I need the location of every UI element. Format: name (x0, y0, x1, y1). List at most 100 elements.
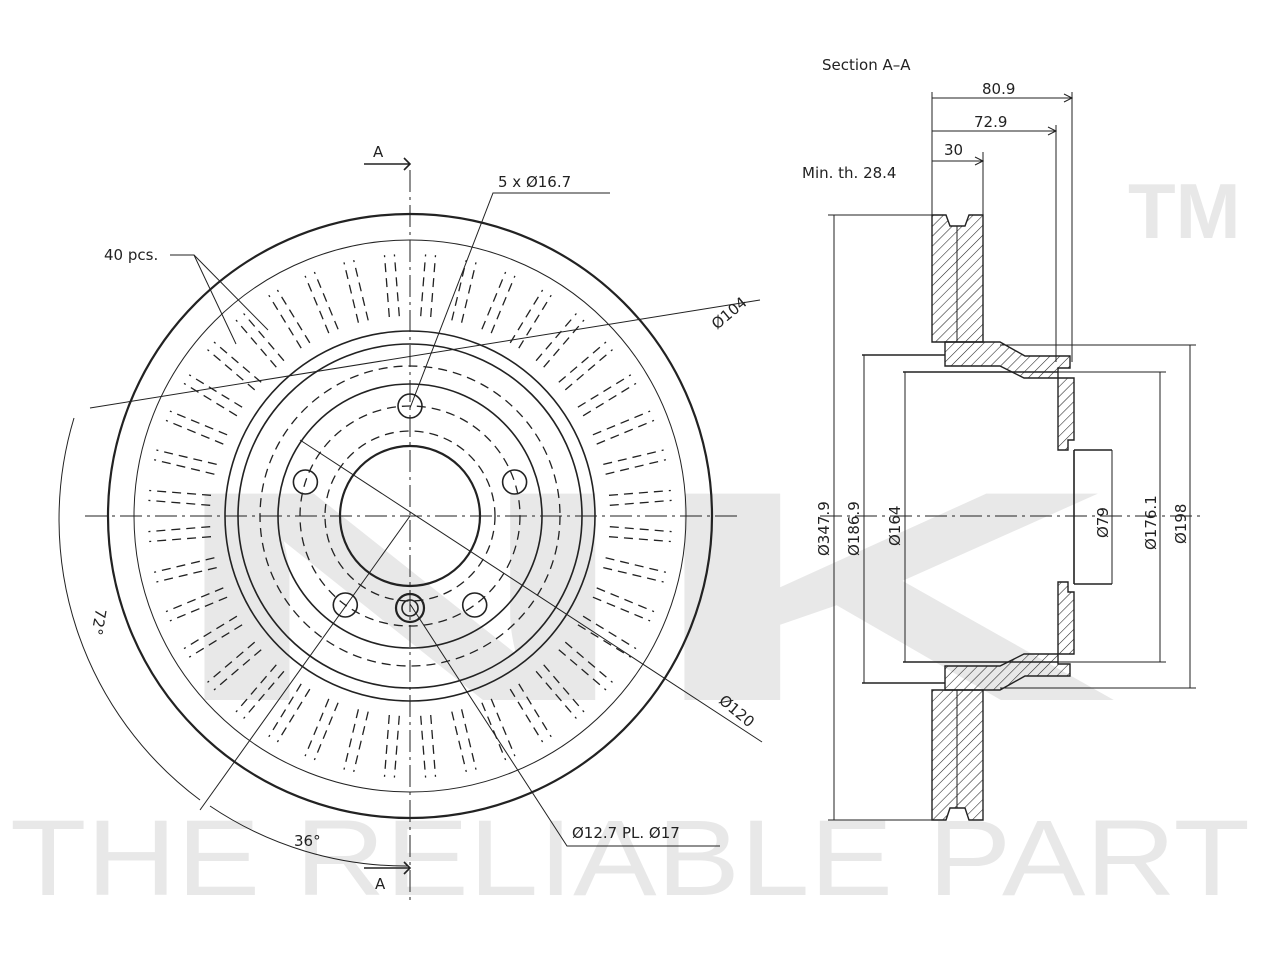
vent-slot-edge (207, 641, 256, 683)
dia-step: Ø198 (1172, 504, 1190, 544)
dia-flange: Ø176.1 (1142, 495, 1160, 550)
vent-slot-edge (564, 349, 613, 391)
dia-dimensions: Ø347.9 Ø186.9 Ø164 Ø79 Ø176.1 Ø198 (815, 214, 1196, 821)
vent-slot-edge (558, 649, 607, 691)
vent-slot-edge (276, 688, 311, 743)
vent-slot-edge (608, 489, 671, 496)
section-view: Section A–A Min. th. 28.4 80.9 72.9 30 (802, 56, 1205, 821)
vent-slot-edge (543, 319, 585, 368)
vent-slot-edge (243, 313, 285, 362)
pcd-leader (89, 299, 761, 409)
min-thickness-label: Min. th. 28.4 (802, 164, 896, 182)
vent-slot-edge (183, 382, 238, 417)
vent-slot-edge (276, 289, 311, 344)
vent-slot-edge (535, 313, 577, 362)
vent-count-leader-2 (193, 254, 269, 331)
dia-center-bore: Ø79 (1094, 507, 1112, 538)
vent-slot-edge (460, 262, 477, 323)
vent-slot-edge (509, 289, 544, 344)
watermark: NK TM THE RELIABLE PART (10, 167, 1250, 918)
vent-slot-edge (343, 262, 360, 323)
vent-slot-edge (543, 664, 585, 713)
vent-slot-edge (188, 624, 243, 658)
vent-slot-edge (153, 557, 215, 573)
vent-slot-edge (165, 419, 224, 445)
vent-slot-edge (148, 526, 211, 533)
vent-slot-edge (577, 374, 632, 408)
vent-slot-edge (490, 698, 516, 757)
vent-slot-edge (603, 566, 664, 583)
section-marker-top: A (373, 143, 384, 161)
vent-slot-edge (430, 714, 437, 777)
bolt-hole (501, 469, 528, 495)
vent-slot-edge (353, 259, 369, 321)
hat-wall-upper (944, 341, 1075, 451)
width-offset: 72.9 (974, 113, 1007, 131)
vent-slot-edge (213, 341, 262, 383)
vent-slot-edge (383, 255, 390, 318)
vent-slot-edge (268, 294, 302, 349)
dia-hat-outer: Ø186.9 (845, 501, 863, 556)
vent-slot-edge (592, 410, 651, 436)
vent-slot-edge (156, 566, 217, 583)
pcd-label: Ø104 (708, 293, 751, 333)
vent-slot-edge (148, 499, 211, 506)
section-title: Section A–A (822, 56, 911, 74)
vent-slot-edge (609, 526, 672, 533)
angle-36-label: 36° (294, 832, 321, 850)
vent-slot-edge (235, 664, 277, 713)
width-overall: 80.9 (982, 80, 1015, 98)
vent-slot-edge (313, 702, 339, 761)
section-marker-top-arrow (403, 157, 412, 171)
vent-slot-edge (243, 670, 285, 719)
vent-slot-edge (608, 536, 671, 543)
vent-count-label: 40 pcs. (104, 246, 158, 264)
bolt-hole (332, 592, 359, 618)
vent-count-leader (170, 254, 237, 345)
watermark-slogan: THE RELIABLE PART (10, 797, 1250, 918)
vent-slot-edge (592, 596, 651, 622)
bolt-holes-label: 5 x Ø16.7 (498, 173, 571, 191)
angle-72-label: 72° (87, 607, 109, 636)
width-disc: 30 (944, 141, 963, 159)
vent-slot-edge (564, 641, 613, 683)
vent-slot-edge (169, 596, 228, 622)
vent-slot-edge (451, 259, 467, 321)
thread-holes-label: Ø12.7 PL. Ø17 (572, 824, 680, 842)
vent-slot-edge (490, 275, 516, 334)
bolt-hole (292, 469, 319, 495)
vent-slot-edge (460, 709, 477, 770)
centering-leader (299, 439, 763, 743)
vent-slot-edge (207, 349, 256, 391)
vent-slot-edge (518, 294, 552, 349)
dia-outer: Ø347.9 (815, 501, 833, 556)
vent-slot-edge (430, 255, 437, 318)
vent-slot-edge (268, 683, 302, 738)
vent-slot-edge (509, 688, 544, 743)
watermark-trademark: TM (1128, 167, 1241, 255)
section-marker-bottom-arrow (403, 861, 412, 875)
vent-slot-edge (304, 698, 330, 757)
vent-slot-edge (149, 536, 212, 543)
vent-slot-edge (165, 587, 224, 613)
radial-line-36 (199, 515, 411, 811)
vent-slot-edge (156, 449, 217, 466)
vent-slots (148, 254, 672, 778)
vent-slot-edge (577, 624, 632, 658)
vent-slot-edge (605, 459, 667, 475)
center-bore-dashed (324, 430, 496, 602)
vent-slot-edge (235, 319, 277, 368)
bolt-holes-leader (409, 192, 610, 409)
vent-slot-edge (393, 715, 400, 778)
vent-slot-edge (183, 615, 238, 650)
dia-hat-inner: Ø164 (886, 506, 904, 546)
vent-slot-edge (420, 254, 427, 317)
thread-holes-leader (409, 603, 720, 847)
vent-slot-edge (518, 683, 552, 738)
vent-slot-edge (169, 410, 228, 436)
vent-slot-edge (188, 374, 243, 408)
vent-slot-edge (153, 459, 215, 475)
vent-slot-edge (582, 615, 637, 650)
front-view: A A 40 pcs. 5 x Ø16.7 Ø104 Ø120 Ø12.7 PL… (58, 143, 763, 900)
